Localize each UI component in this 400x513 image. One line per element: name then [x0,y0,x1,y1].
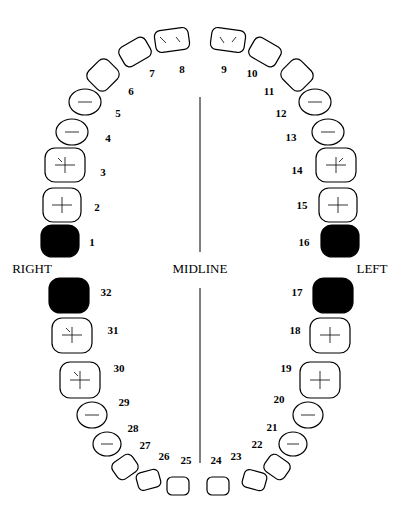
fissure [328,197,348,213]
tooth-7 [117,35,154,69]
teeth [41,27,359,495]
tooth-number: 28 [128,423,139,434]
tooth-14 [316,148,356,182]
tooth-17 [313,278,353,313]
tooth-number: 2 [94,202,100,213]
fissure [310,371,330,389]
tooth-number: 11 [264,86,274,97]
fissure [326,157,346,173]
tooth-1 [41,225,79,257]
midline-lower [200,288,201,463]
tooth-number: 10 [247,68,258,79]
side-label: LEFT [354,261,389,276]
tooth-number: 5 [115,108,121,119]
tooth-number: 21 [267,422,278,433]
tooth-18 [310,318,350,353]
tooth-number: 1 [89,237,95,248]
midline-upper [200,97,201,252]
tooth-32 [49,278,89,313]
tooth-9 [210,27,247,54]
tooth-number: 7 [149,68,155,79]
fissure [308,102,335,132]
tooth-number: 27 [140,440,151,451]
tooth-number: 14 [292,165,303,176]
tooth-3 [45,148,85,182]
fissure [62,327,82,343]
fissure [65,102,92,132]
tooth-number: 24 [211,455,222,466]
tooth-number: 22 [252,439,263,450]
tooth-number: 29 [119,397,130,408]
tooth-2 [43,188,81,222]
tooth-number: 8 [179,64,185,75]
tooth-number: 19 [281,363,292,374]
tooth-number: 18 [290,325,301,336]
tooth-number: 23 [231,451,242,462]
tooth-6 [84,56,122,94]
tooth-16 [321,225,359,257]
tooth-8 [154,27,191,54]
fissure [70,371,90,389]
tooth-number: 31 [108,325,119,336]
tooth-number: 3 [100,167,106,178]
tooth-19 [300,362,340,398]
tooth-number: 12 [276,108,287,119]
tooth-30 [60,362,100,398]
tooth-number: 6 [128,86,134,97]
tooth-number: 16 [299,237,310,248]
tooth-number: 17 [292,287,303,298]
tooth-31 [52,318,92,353]
tooth-number: 25 [181,455,192,466]
tooth-25 [167,477,189,495]
tooth-number: 15 [297,200,308,211]
tooth-15 [319,188,357,222]
tooth-24 [207,477,229,495]
midline [200,97,201,463]
tooth-number: 26 [159,451,170,462]
tooth-number: 9 [221,64,227,75]
fissure [320,327,340,343]
fissure [52,197,72,213]
tooth-number: 20 [274,394,285,405]
tooth-number: 4 [105,133,111,144]
side-label: RIGHT [10,261,54,276]
fissure [160,37,236,43]
tooth-number: 30 [114,363,125,374]
tooth-26 [135,468,162,491]
tooth-number: 13 [286,132,297,143]
tooth-number: 32 [101,287,112,298]
tooth-11 [278,56,316,94]
tooth-10 [247,35,284,69]
side-label: MIDLINE [171,261,230,276]
fissure [55,157,75,173]
tooth-23 [241,468,268,491]
